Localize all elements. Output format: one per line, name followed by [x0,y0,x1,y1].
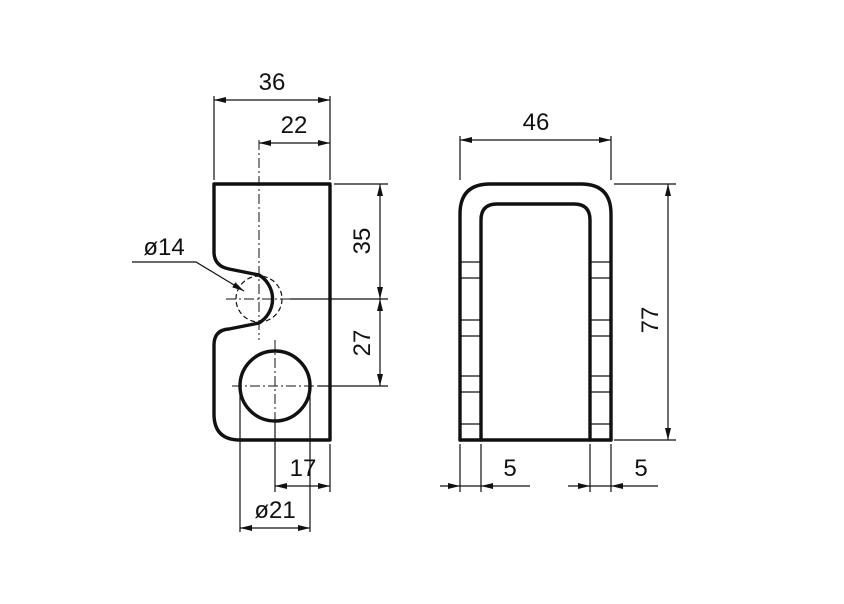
dim-wall-right: 5 [634,455,647,482]
dim-slot-center: 22 [281,112,308,139]
side-view-outline [212,182,332,442]
leader-small-hole [132,261,245,292]
front-view-wall-ticks [460,261,611,425]
dim-hole-offset: 17 [290,455,317,482]
side-view: 36 22 ø14 35 27 17 ø21 [132,69,388,532]
dim-right-width: 46 [523,109,550,136]
dim-hole-large: ø21 [254,497,295,524]
dim-wall-left: 5 [503,455,516,482]
front-view-inner-outline [479,202,592,442]
front-view-outer-outline [458,182,613,442]
dim-right-height: 77 [637,307,664,334]
dim-small-hole: ø14 [143,234,184,261]
dim-slot-to-hole: 27 [349,330,376,357]
dim-left-width: 36 [259,69,286,96]
front-view: 46 77 5 5 [440,109,676,492]
dim-top-to-slot: 35 [349,228,376,255]
side-view-extension-lines [213,96,388,532]
